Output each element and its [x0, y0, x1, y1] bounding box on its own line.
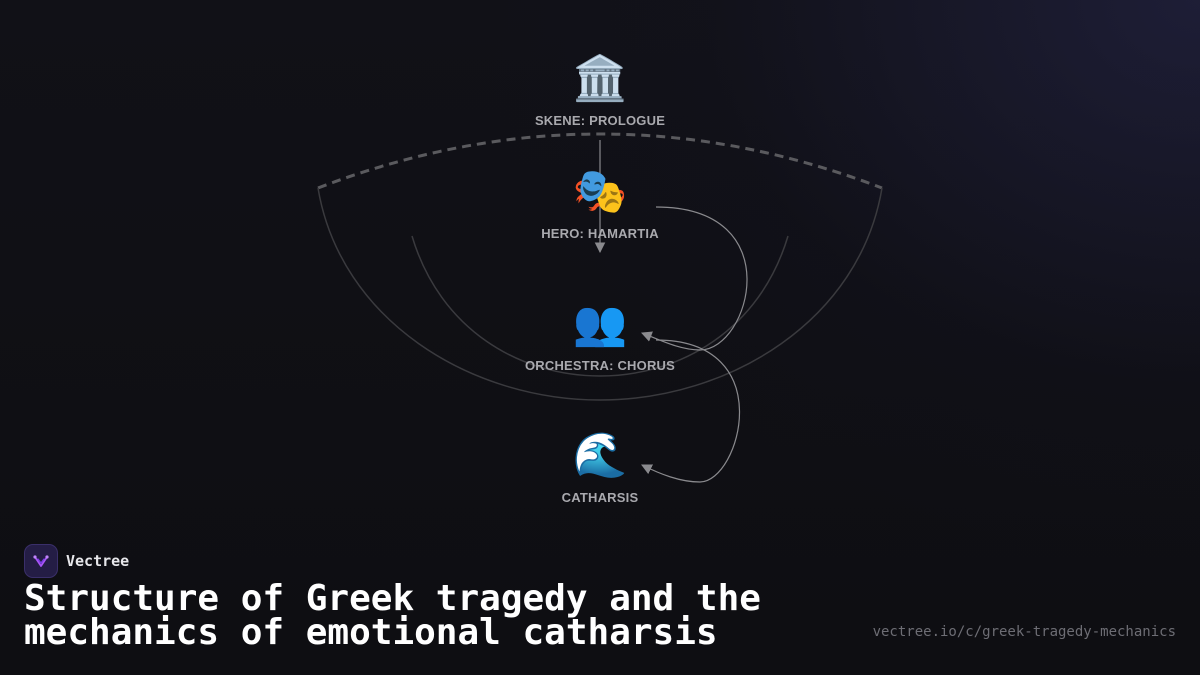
page-title: Structure of Greek tragedy and the mecha… — [24, 578, 761, 653]
node-skene-prologue: 🏛️ SKENE: PROLOGUE — [480, 53, 720, 128]
theater-inner-arc — [411, 235, 789, 377]
brand: Vectree — [24, 544, 129, 578]
theater-skene-arc — [317, 132, 883, 190]
node-label: SKENE: PROLOGUE — [534, 113, 666, 128]
theater-masks-icon: 🎭 — [572, 167, 628, 216]
node-catharsis: 🌊 CATHARSIS — [480, 430, 720, 505]
node-label: CATHARSIS — [561, 490, 639, 505]
brand-name: Vectree — [66, 552, 130, 570]
edge-orchestra-to-catharsis — [641, 339, 741, 483]
greek-temple-icon: 🏛️ — [572, 54, 628, 103]
node-label: HERO: HAMARTIA — [541, 226, 659, 241]
node-hero-hamartia: 🎭 HERO: HAMARTIA — [480, 166, 720, 241]
node-orchestra-chorus: 👥 ORCHESTRA: CHORUS — [480, 298, 720, 373]
people-icon: 👥 — [572, 299, 628, 348]
vectree-logo-icon — [24, 544, 58, 578]
theater-outer-bowl — [317, 187, 883, 401]
node-label: ORCHESTRA: CHORUS — [524, 358, 675, 373]
edge-hero-to-orchestra — [640, 206, 748, 351]
source-url: vectree.io/c/greek-tragedy-mechanics — [872, 624, 1176, 640]
tragedy-diagram — [317, 132, 883, 483]
wave-icon: 🌊 — [572, 431, 628, 480]
